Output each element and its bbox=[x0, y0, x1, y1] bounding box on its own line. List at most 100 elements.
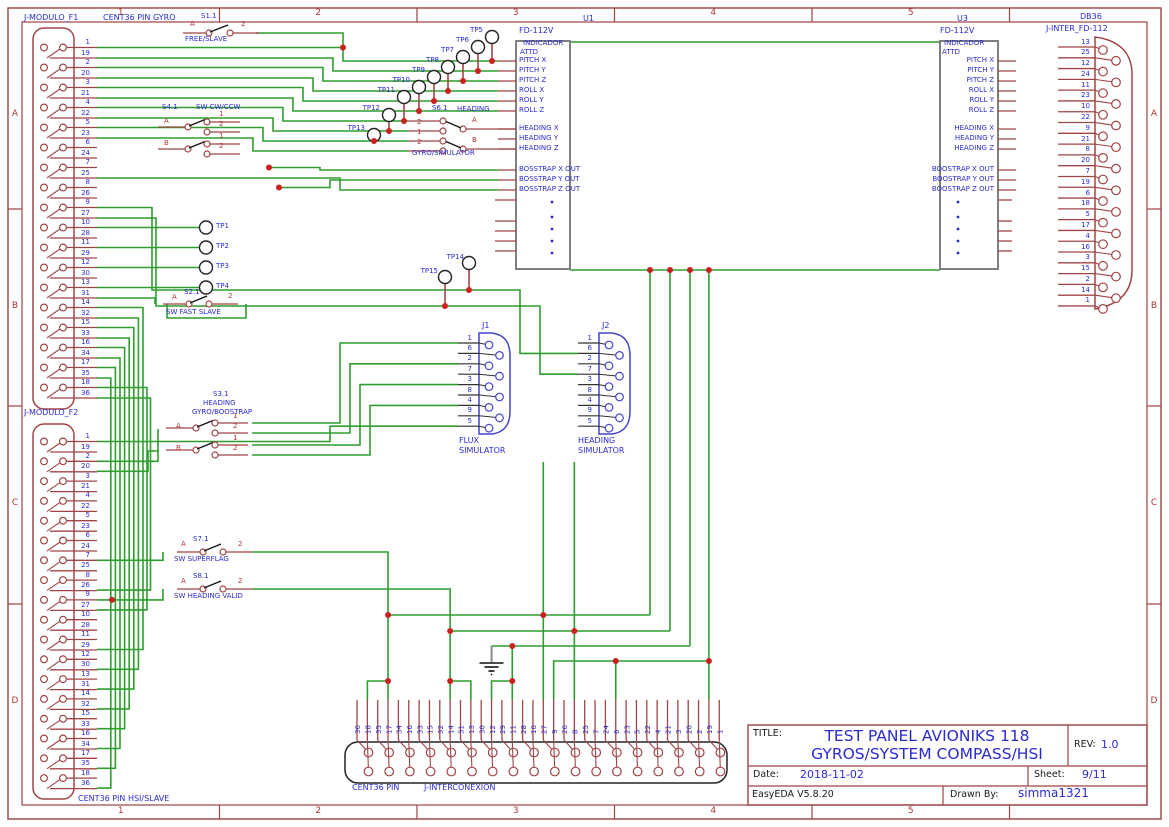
ic-u1-header: ATTD bbox=[520, 48, 539, 56]
connector-f1-designator[interactable]: J-MODULO_F1 bbox=[24, 13, 79, 22]
test-points[interactable] bbox=[198, 29, 500, 307]
pin-number: 5 bbox=[467, 416, 472, 425]
connector-f2[interactable] bbox=[32, 423, 97, 800]
junction-dot[interactable] bbox=[416, 108, 422, 114]
pin-number: 25 bbox=[81, 168, 90, 177]
switch-term: 1 bbox=[219, 132, 224, 140]
pin-number: 5 bbox=[1085, 210, 1090, 219]
drawn-by-value[interactable]: simma1321 bbox=[1018, 786, 1089, 800]
switch-label: FREE/SLAVE bbox=[185, 35, 228, 43]
switch-s2[interactable] bbox=[163, 295, 238, 308]
date-value[interactable]: 2018-11-02 bbox=[800, 768, 864, 781]
junction-dot[interactable] bbox=[109, 596, 115, 603]
connector-db36-designator[interactable]: DB36 bbox=[1080, 12, 1102, 21]
pin-number: 2 bbox=[587, 354, 592, 363]
ic-u1[interactable] bbox=[495, 40, 571, 270]
ic-u1-designator[interactable]: U1 bbox=[583, 14, 594, 23]
rev-value[interactable]: 1.0 bbox=[1101, 738, 1119, 751]
switch-s8[interactable] bbox=[177, 580, 252, 593]
pin-number: 35 bbox=[81, 368, 90, 377]
switch-designator[interactable]: S4.1 bbox=[162, 103, 178, 111]
junction-dot[interactable] bbox=[687, 267, 693, 273]
switch-s6[interactable] bbox=[408, 117, 516, 155]
ic-u3[interactable] bbox=[939, 40, 1016, 270]
junction-dot[interactable] bbox=[612, 658, 619, 664]
switch-term: 2 bbox=[241, 20, 246, 28]
connector-j2-designator[interactable]: J2 bbox=[602, 321, 610, 330]
pin-number: 6 bbox=[587, 343, 592, 352]
junction-layer[interactable] bbox=[109, 44, 712, 685]
junction-dot[interactable] bbox=[401, 118, 407, 124]
junction-dot[interactable] bbox=[386, 128, 392, 134]
junction-dot[interactable] bbox=[340, 44, 346, 51]
connector-j2[interactable] bbox=[578, 332, 631, 435]
junction-dot[interactable] bbox=[466, 287, 472, 293]
switch-s7[interactable] bbox=[177, 543, 252, 556]
connector-j1-designator[interactable]: J1 bbox=[482, 321, 490, 330]
switch-designator[interactable]: S8.1 bbox=[193, 572, 209, 580]
pin-number: 3 bbox=[587, 375, 592, 384]
junction-dot[interactable] bbox=[489, 58, 495, 64]
title-label: TITLE: bbox=[753, 728, 782, 739]
testpoint-label: TP12 bbox=[362, 104, 380, 112]
junction-dot[interactable] bbox=[571, 628, 578, 634]
pin-number: 36 bbox=[81, 779, 90, 788]
junction-dot[interactable] bbox=[385, 678, 392, 684]
pin-number: 8 bbox=[85, 178, 90, 186]
switch-s3[interactable] bbox=[166, 419, 248, 459]
title-line2[interactable]: GYROS/SYSTEM COMPASS/HSI bbox=[811, 745, 1043, 763]
junction-dot[interactable] bbox=[266, 164, 272, 171]
junction-dot[interactable] bbox=[371, 138, 377, 144]
switch-designator[interactable]: S2.1 bbox=[184, 288, 200, 296]
sheet-value[interactable]: 9/11 bbox=[1082, 768, 1107, 781]
ground-symbol[interactable] bbox=[479, 646, 504, 676]
junction-dot[interactable] bbox=[475, 68, 481, 74]
junction-dot[interactable] bbox=[445, 88, 451, 94]
pin-number: 2 bbox=[85, 58, 90, 66]
junction-dot[interactable] bbox=[667, 267, 673, 273]
connector-f1[interactable] bbox=[32, 27, 97, 410]
junction-dot[interactable] bbox=[276, 184, 282, 191]
junction-dot[interactable] bbox=[442, 303, 448, 309]
connector-db36[interactable] bbox=[1058, 36, 1133, 314]
pin-number: 7 bbox=[1085, 166, 1090, 175]
ruler-col-label: 3 bbox=[512, 805, 519, 816]
switch-s4[interactable] bbox=[158, 118, 240, 158]
junction-dot[interactable] bbox=[509, 643, 516, 649]
switch-designator[interactable]: S3.1 bbox=[213, 390, 229, 398]
pin-number: 26 bbox=[81, 581, 90, 590]
pin-number: 4 bbox=[467, 395, 472, 404]
ic-u1-pin-label: ROLL Y bbox=[519, 95, 544, 104]
switch-pole: A bbox=[172, 293, 177, 301]
junction-dot[interactable] bbox=[647, 267, 653, 273]
switch-s1[interactable] bbox=[183, 24, 259, 37]
connector-f2-designator[interactable]: J-MODULO_F2 bbox=[24, 408, 79, 417]
junction-dot[interactable] bbox=[447, 678, 454, 684]
pin-number: 14 bbox=[81, 689, 90, 698]
junction-dot[interactable] bbox=[705, 267, 712, 273]
switch-label: GYRO/BOOSTRAP bbox=[192, 408, 253, 416]
junction-dot[interactable] bbox=[385, 612, 392, 618]
connector-j1[interactable] bbox=[458, 332, 511, 435]
pin-number: 3 bbox=[85, 78, 90, 86]
pin-number: 1 bbox=[85, 38, 90, 46]
switch-designator[interactable]: S1.1 bbox=[201, 12, 217, 20]
junction-dot[interactable] bbox=[705, 658, 712, 664]
junction-dot[interactable] bbox=[431, 98, 437, 104]
junction-dot[interactable] bbox=[509, 678, 516, 684]
junction-dot[interactable] bbox=[540, 612, 547, 618]
title-line1[interactable]: TEST PANEL AVIONIKS 118 bbox=[824, 727, 1030, 745]
switch-term: 2 bbox=[233, 444, 238, 452]
pin-number: 12 bbox=[81, 258, 90, 266]
pin-number: 18 bbox=[81, 768, 90, 777]
switch-designator[interactable]: S7.1 bbox=[193, 535, 209, 543]
switch-designator[interactable]: S6.1 bbox=[432, 104, 448, 112]
ic-u3-designator[interactable]: U3 bbox=[957, 14, 968, 23]
ic-u1-pin-label: ROLL Z bbox=[519, 105, 545, 114]
junction-dot[interactable] bbox=[447, 628, 454, 634]
ruler-col-label: 5 bbox=[907, 7, 914, 18]
pin-number: 5 bbox=[587, 416, 592, 425]
junction-dot[interactable] bbox=[460, 78, 466, 84]
